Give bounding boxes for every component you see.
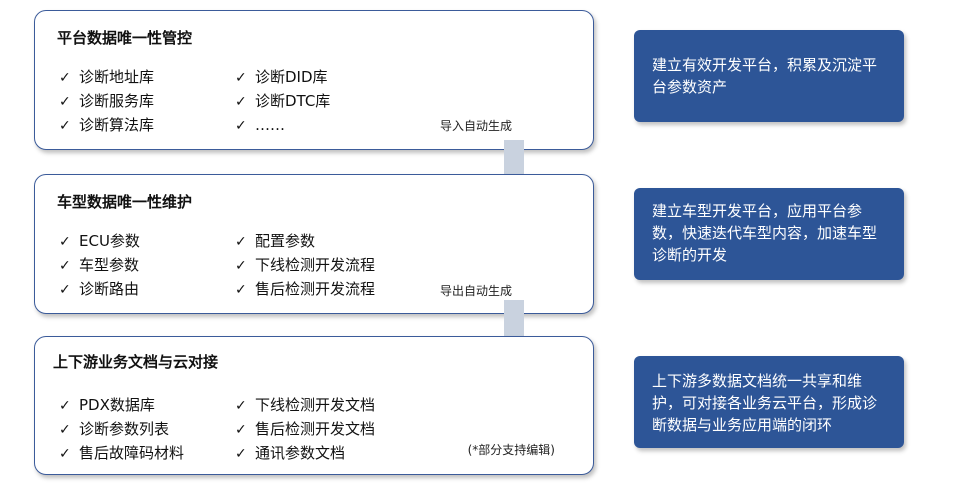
export-auto-note: 导出自动生成	[440, 284, 513, 298]
list-item: ✓诊断DID库	[235, 65, 330, 89]
check-icon: ✓	[235, 282, 247, 298]
check-icon: ✓	[59, 258, 71, 274]
list-item: ✓配置参数	[235, 229, 375, 253]
check-icon: ✓	[59, 234, 71, 250]
benefit-box-vehicle: 建立车型开发平台，应用平台参数，快速迭代车型内容，加速车型诊断的开发	[634, 188, 904, 280]
vehicle-data-panel: 车型数据唯一性维护 ✓ECU参数 ✓车型参数 ✓诊断路由 ✓配置参数 ✓下线检测…	[34, 174, 594, 314]
list-item: ✓ECU参数	[59, 229, 140, 253]
list-item: ✓PDX数据库	[59, 393, 184, 417]
list-item: ✓诊断算法库	[59, 113, 154, 137]
check-icon: ✓	[59, 422, 71, 438]
check-icon: ✓	[235, 118, 247, 134]
list-item: ✓诊断路由	[59, 277, 140, 301]
check-icon: ✓	[235, 446, 247, 462]
import-auto-note: 导入自动生成	[440, 119, 513, 133]
check-icon: ✓	[235, 422, 247, 438]
check-icon: ✓	[59, 70, 71, 86]
check-icon: ✓	[59, 398, 71, 414]
check-icon: ✓	[59, 118, 71, 134]
check-icon: ✓	[235, 70, 247, 86]
list-item: ✓诊断地址库	[59, 65, 154, 89]
panel-title: 平台数据唯一性管控	[57, 29, 193, 47]
list-item: ✓诊断DTC库	[235, 89, 330, 113]
check-icon: ✓	[235, 258, 247, 274]
list-item: ✓售后检测开发文档	[235, 417, 375, 441]
list-item: ✓……	[235, 113, 330, 137]
panel-title: 上下游业务文档与云对接	[53, 353, 219, 371]
list-item: ✓车型参数	[59, 253, 140, 277]
docs-cloud-panel: 上下游业务文档与云对接 ✓PDX数据库 ✓诊断参数列表 ✓售后故障码材料 ✓下线…	[34, 336, 594, 475]
list-item: ✓诊断参数列表	[59, 417, 184, 441]
check-icon: ✓	[235, 234, 247, 250]
check-icon: ✓	[59, 282, 71, 298]
list-item: ✓下线检测开发文档	[235, 393, 375, 417]
panel-title: 车型数据唯一性维护	[57, 193, 193, 211]
check-icon: ✓	[235, 398, 247, 414]
list-item: ✓下线检测开发流程	[235, 253, 375, 277]
item-list-right: ✓配置参数 ✓下线检测开发流程 ✓售后检测开发流程	[235, 229, 375, 301]
item-list-left: ✓诊断地址库 ✓诊断服务库 ✓诊断算法库	[59, 65, 154, 137]
item-list-right: ✓下线检测开发文档 ✓售后检测开发文档 ✓通讯参数文档	[235, 393, 375, 465]
list-item: ✓通讯参数文档	[235, 441, 375, 465]
list-item: ✓售后检测开发流程	[235, 277, 375, 301]
check-icon: ✓	[235, 94, 247, 110]
check-icon: ✓	[59, 446, 71, 462]
item-list-left: ✓PDX数据库 ✓诊断参数列表 ✓售后故障码材料	[59, 393, 184, 465]
item-list-right: ✓诊断DID库 ✓诊断DTC库 ✓……	[235, 65, 330, 137]
partial-edit-note: (*部分支持编辑)	[467, 443, 555, 457]
list-item: ✓售后故障码材料	[59, 441, 184, 465]
benefit-box-platform: 建立有效开发平台，积累及沉淀平台参数资产	[634, 30, 904, 122]
item-list-left: ✓ECU参数 ✓车型参数 ✓诊断路由	[59, 229, 140, 301]
list-item: ✓诊断服务库	[59, 89, 154, 113]
check-icon: ✓	[59, 94, 71, 110]
platform-data-panel: 平台数据唯一性管控 ✓诊断地址库 ✓诊断服务库 ✓诊断算法库 ✓诊断DID库 ✓…	[34, 10, 594, 150]
benefit-box-cloud: 上下游多数据文档统一共享和维护，可对接各业务云平台，形成诊断数据与业务应用端的闭…	[634, 356, 904, 448]
